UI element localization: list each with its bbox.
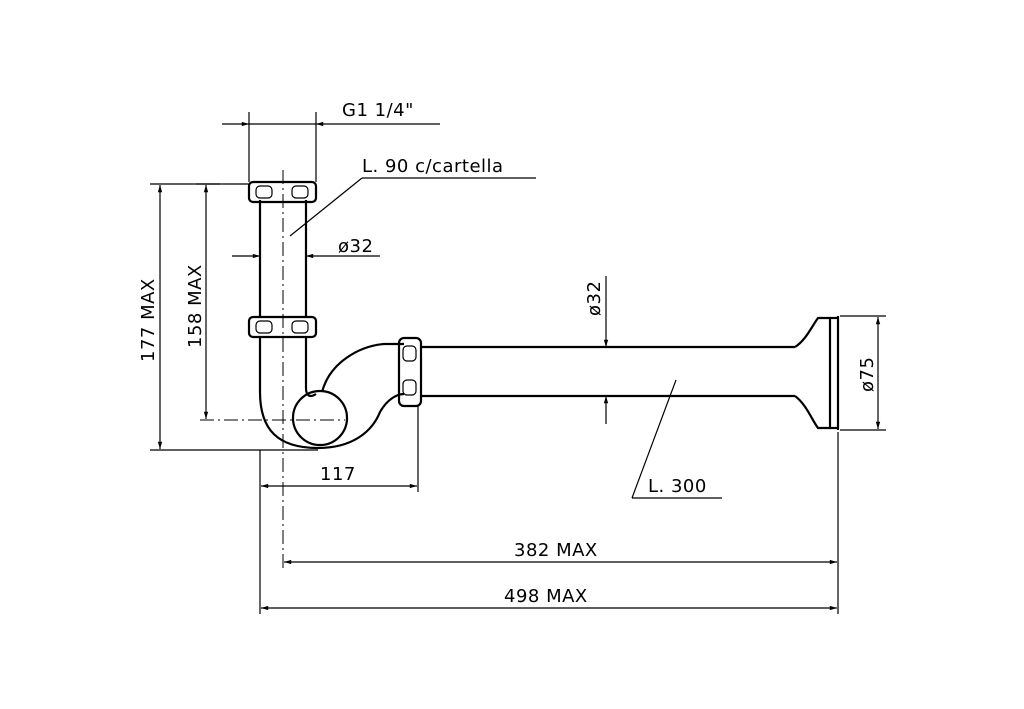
- tube-length-callout: L. 90 c/cartella: [289, 156, 536, 237]
- horizontal-length-callout: L. 300: [631, 379, 722, 499]
- trap-bowl: [291, 389, 349, 447]
- thread-label: G1 1/4": [342, 100, 414, 121]
- thread-dimension: G1 1/4": [222, 100, 440, 182]
- flange-diameter-dimension: ø75: [840, 315, 886, 431]
- offset-label: 117: [320, 464, 356, 485]
- height-inner-label: 158 MAX: [185, 264, 206, 348]
- tube-length-label: L. 90 c/cartella: [362, 156, 504, 177]
- offset-dimension: 117: [259, 406, 419, 614]
- center-lines: [200, 170, 345, 570]
- horizontal-length-label: L. 300: [648, 476, 707, 497]
- height-total-dimension: 177 MAX: [138, 183, 318, 451]
- length-382-dimension: 382 MAX: [284, 432, 839, 614]
- u-bend: [258, 337, 405, 450]
- height-inner-dimension: 158 MAX: [185, 183, 220, 419]
- horizontal-tube: [421, 345, 795, 398]
- horizontal-diameter-label: ø32: [584, 281, 605, 316]
- length-498-label: 498 MAX: [504, 586, 588, 607]
- length-498-dimension: 498 MAX: [261, 586, 837, 611]
- length-382-label: 382 MAX: [514, 540, 598, 561]
- height-total-label: 177 MAX: [138, 278, 159, 362]
- vertical-tube: [258, 200, 308, 318]
- horizontal-diameter-dimension: ø32: [584, 276, 609, 424]
- flange-diameter-label: ø75: [857, 357, 878, 392]
- vertical-diameter-dimension: ø32: [232, 236, 380, 259]
- vertical-diameter-label: ø32: [338, 236, 373, 257]
- elbow-nut: [397, 336, 423, 408]
- wall-flange: [794, 316, 840, 430]
